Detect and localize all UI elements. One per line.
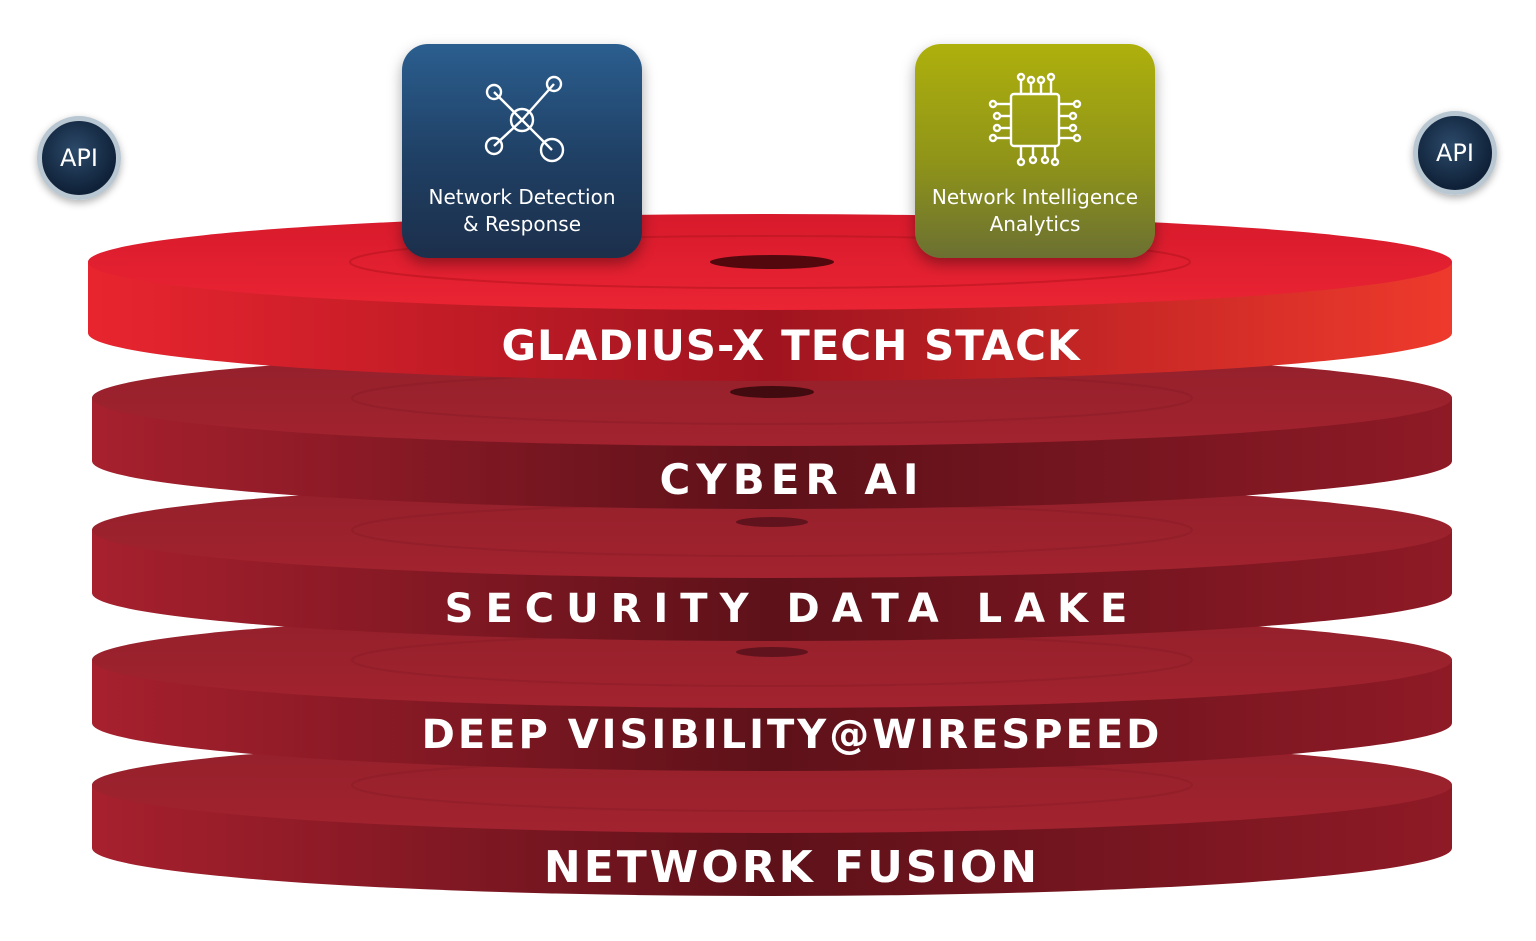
api-label: API [1436,139,1474,167]
layer-label: NETWORK FUSION [544,842,1040,893]
network-nodes-icon [484,75,565,163]
layer-label: SECURITY DATA LAKE [445,586,1140,632]
chip-circuit-icon [988,72,1082,167]
layer-security-data-lake: SECURITY DATA LAKE [92,482,1452,641]
layer-deep-visibility: DEEP VISIBILITY@WIRESPEED [92,612,1452,771]
network-detection-response-card: Network Detection & Response [402,44,642,258]
layer-label: CYBER AI [659,455,924,504]
card-label-line1: Network Detection [428,185,616,209]
card-label-line1: Network Intelligence [931,185,1139,209]
layer-gladius-x-tech-stack: GLADIUS-X TECH STACK [88,214,1452,381]
card-label-line2: & Response [462,212,581,236]
layer-label: DEEP VISIBILITY@WIRESPEED [422,712,1163,758]
api-badge-left: API [37,116,121,200]
layer-label: GLADIUS-X TECH STACK [501,321,1080,370]
card-label-line2: Analytics [989,212,1081,236]
api-badge-right: API [1413,111,1497,195]
api-label: API [60,144,98,172]
network-intelligence-analytics-card: Network Intelligence Analytics [915,44,1155,258]
